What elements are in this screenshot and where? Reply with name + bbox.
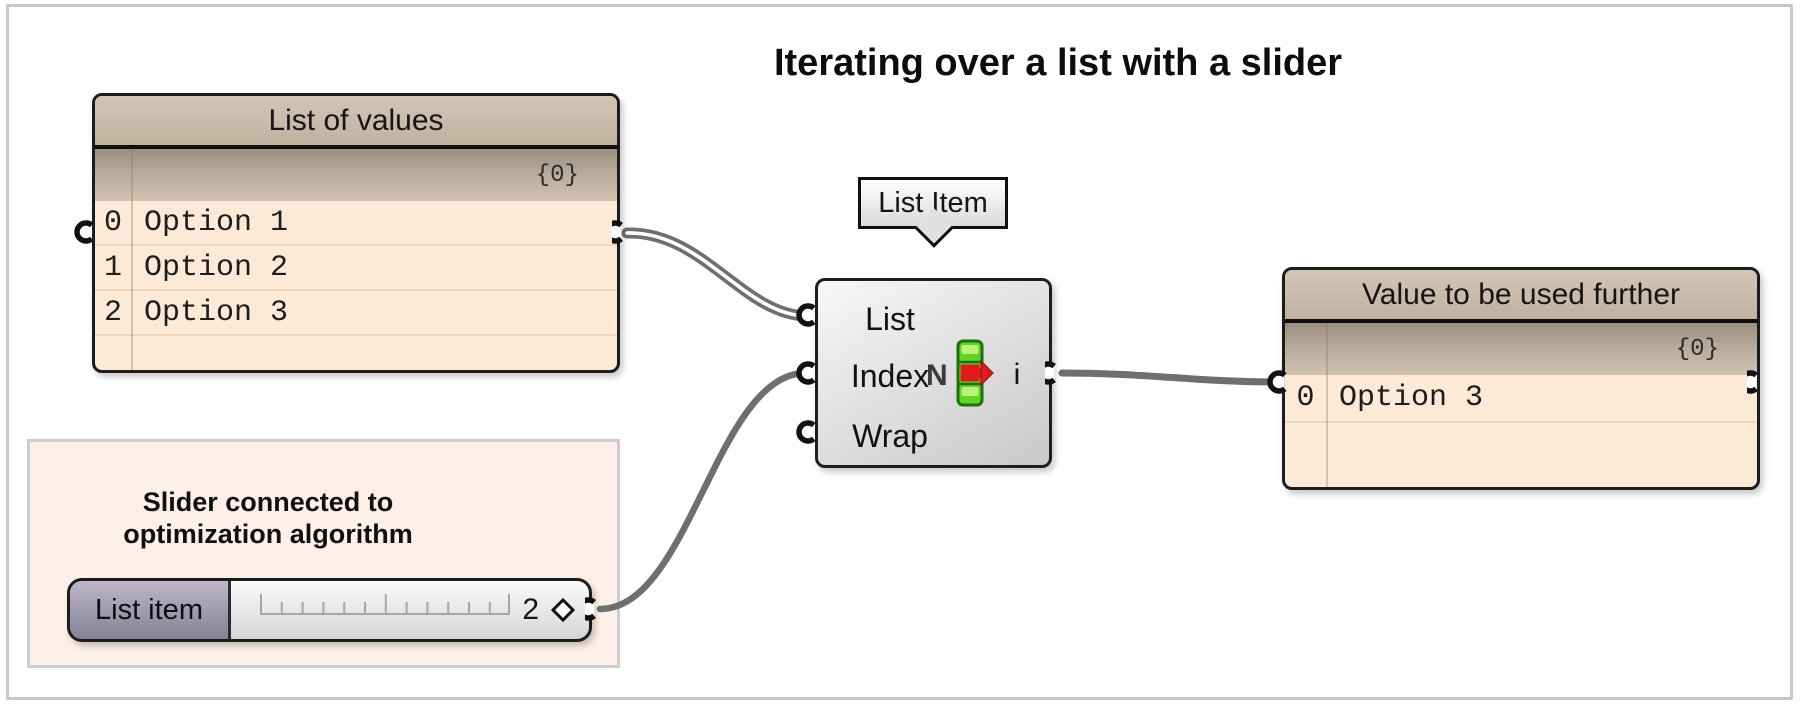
- data-path-badge: {0}: [95, 149, 617, 201]
- port-panel-list-input[interactable]: [71, 217, 101, 247]
- list-item-row: 2 Option 3: [95, 291, 617, 336]
- panel-body: 0 Option 1 1 Option 2 2 Option 3: [95, 201, 617, 336]
- slider-handle[interactable]: [551, 598, 575, 622]
- port-slider-output[interactable]: [585, 594, 615, 624]
- panel-title: List of values: [95, 96, 617, 149]
- group-label: Slider connected to optimization algorit…: [88, 486, 448, 550]
- row-index: 1: [103, 250, 122, 285]
- canvas-frame: [6, 4, 1793, 700]
- input-label-list: List: [865, 301, 915, 337]
- index-column-divider: [1326, 323, 1328, 487]
- group-label-line1: Slider connected to: [142, 487, 394, 517]
- row-value: Option 3: [144, 295, 289, 330]
- port-panel-list-output[interactable]: [612, 217, 642, 247]
- list-item-row: 0 Option 1: [95, 201, 617, 246]
- list-item-row: 1 Option 2: [95, 246, 617, 291]
- page-title: Iterating over a list with a slider: [773, 42, 1343, 84]
- list-item-row: 0 Option 3: [1285, 375, 1757, 423]
- panel-title: Value to be used further: [1285, 270, 1757, 323]
- input-label-wrap: Wrap: [852, 418, 928, 454]
- port-component-wrap-input[interactable]: [793, 417, 823, 447]
- row-value: Option 2: [144, 250, 289, 285]
- port-panel-result-output[interactable]: [1747, 367, 1777, 397]
- index-column-divider: [131, 149, 133, 370]
- output-label-i: i: [1013, 358, 1021, 391]
- group-label-line2: optimization algorithm: [123, 519, 413, 549]
- row-value: Option 3: [1339, 381, 1484, 415]
- row-index: 0: [103, 205, 122, 240]
- port-component-list-input[interactable]: [793, 300, 823, 330]
- row-index: 2: [103, 295, 122, 330]
- slider-name-plate[interactable]: List item: [70, 581, 231, 639]
- data-path-badge: {0}: [1285, 323, 1757, 375]
- slider-ruler: [260, 594, 510, 615]
- input-label-index: Index: [850, 358, 930, 394]
- row-value: Option 1: [144, 205, 289, 240]
- number-slider[interactable]: List item: [67, 578, 592, 642]
- panel-body: 0 Option 3: [1285, 375, 1757, 423]
- list-item-component[interactable]: List Index Wrap N i: [815, 278, 1052, 468]
- row-index: 0: [1296, 381, 1315, 415]
- port-panel-result-input[interactable]: [1264, 367, 1294, 397]
- slider-track[interactable]: 2: [231, 581, 589, 639]
- slider-value: 2: [522, 593, 539, 626]
- extract-arrow-icon: [966, 359, 994, 387]
- port-component-index-input[interactable]: [793, 358, 823, 388]
- list-item-icon: [956, 339, 994, 407]
- port-component-i-output[interactable]: [1045, 358, 1075, 388]
- icon-letter: N: [926, 359, 948, 392]
- panel-list-of-values[interactable]: List of values {0} 0 Option 1 1 Option 2…: [92, 93, 620, 373]
- panel-result-value[interactable]: Value to be used further {0} 0 Option 3: [1282, 267, 1760, 490]
